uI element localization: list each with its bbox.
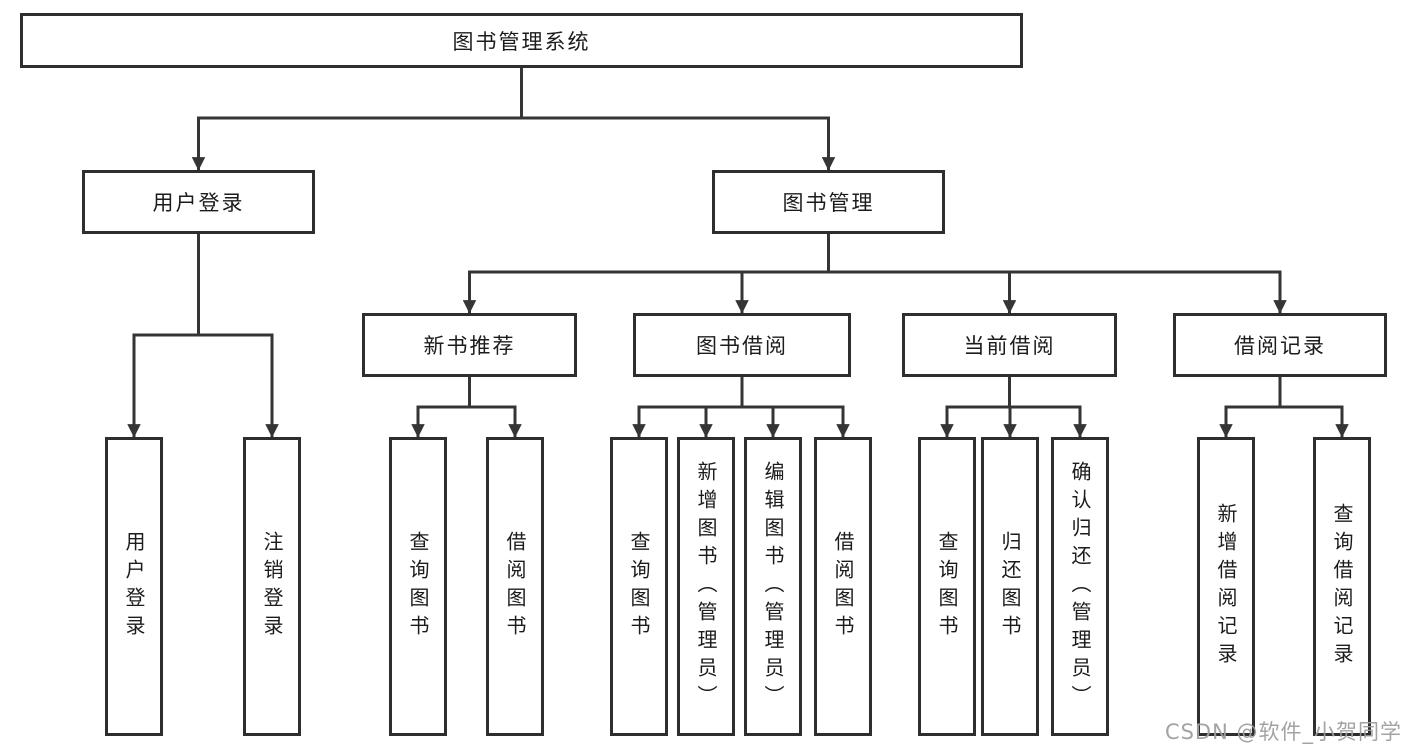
node-label: 新书推荐 <box>423 334 516 358</box>
leaf-label: 新增图书（管理员） <box>694 460 718 713</box>
node-label: 借阅记录 <box>1234 334 1326 358</box>
leaf-label: 注销登录 <box>260 530 284 643</box>
node-book-borrow: 图书借阅 <box>633 313 851 377</box>
leaf-label: 查询图书 <box>935 530 959 643</box>
node-current-borrow: 当前借阅 <box>902 313 1117 377</box>
leaf-return-books: 归还图书 <box>981 437 1039 736</box>
node-label: 图书借阅 <box>696 334 788 358</box>
leaf-label: 归还图书 <box>998 530 1022 643</box>
node-label: 图书管理 <box>782 191 875 215</box>
csdn-watermark: CSDN @软件_小贺同学 <box>1164 720 1402 744</box>
leaf-edit-books-admin: 编辑图书（管理员） <box>744 437 802 736</box>
leaf-label: 确认归还（管理员） <box>1068 460 1092 713</box>
leaf-label: 编辑图书（管理员） <box>761 460 785 713</box>
leaf-label: 查询借阅记录 <box>1330 502 1354 671</box>
leaf-label: 用户登录 <box>122 530 146 643</box>
node-label: 当前借阅 <box>963 334 1056 358</box>
edges-root <box>191 66 836 171</box>
node-book-management: 图书管理 <box>712 170 945 234</box>
leaf-logout: 注销登录 <box>243 437 301 736</box>
leaf-confirm-return-admin: 确认归还（管理员） <box>1051 437 1109 736</box>
edges-user-login <box>127 232 279 438</box>
leaf-query-books-borrow: 查询图书 <box>610 437 668 736</box>
leaf-add-borrow-record: 新增借阅记录 <box>1197 437 1255 736</box>
leaf-borrow-books: 借阅图书 <box>814 437 872 736</box>
node-root-system: 图书管理系统 <box>20 13 1023 68</box>
node-label: 图书管理系统 <box>452 29 591 54</box>
leaf-label: 借阅图书 <box>831 530 855 643</box>
leaf-borrow-books-recommend: 借阅图书 <box>486 437 544 736</box>
edges-book-management <box>462 232 1287 314</box>
leaf-user-login: 用户登录 <box>105 437 163 736</box>
edges-current-borrow <box>940 375 1087 438</box>
node-borrow-records: 借阅记录 <box>1173 313 1387 377</box>
node-user-login: 用户登录 <box>82 170 315 234</box>
leaf-label: 借阅图书 <box>503 530 527 643</box>
leaf-add-books-admin: 新增图书（管理员） <box>677 437 735 736</box>
leaf-label: 新增借阅记录 <box>1214 502 1238 671</box>
leaf-label: 查询图书 <box>406 530 430 643</box>
leaf-label: 查询图书 <box>627 530 651 643</box>
node-new-book-recommend: 新书推荐 <box>362 313 577 377</box>
leaf-query-borrow-record: 查询借阅记录 <box>1313 437 1371 736</box>
node-label: 用户登录 <box>152 191 245 215</box>
edges-book-borrow <box>632 375 850 438</box>
leaf-query-books-recommend: 查询图书 <box>389 437 447 736</box>
leaf-query-books-current: 查询图书 <box>918 437 976 736</box>
edges-borrow-records <box>1219 375 1349 438</box>
edges-new-book-recommend <box>411 375 522 438</box>
